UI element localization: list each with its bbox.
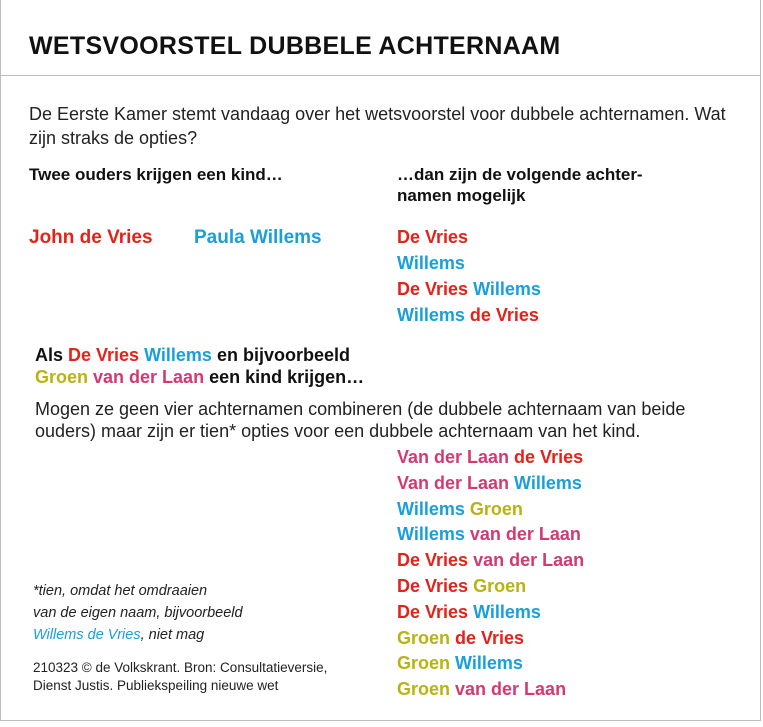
footnote-line1: *tien, omdat het omdraaien <box>33 583 208 599</box>
source-line1: 210323 © de Volkskrant. Bron: Consultati… <box>33 660 328 675</box>
name-option-part: De Vries <box>397 576 469 596</box>
footnote-line3-end: , niet mag <box>140 627 205 643</box>
header <box>0 0 761 76</box>
name-option-part: de Vries <box>464 305 539 325</box>
footnote-example-name: Willems de Vries <box>33 627 141 643</box>
name-option: De Vries Willems <box>397 601 541 623</box>
example-end: een kind krijgen… <box>204 367 365 387</box>
example-heading: Als De Vries Willems en bijvoorbeeld Gro… <box>35 344 364 388</box>
name-option: De Vries Willems <box>397 278 541 300</box>
name-option: De Vries van der Laan <box>397 549 584 571</box>
name-option-part: Van der Laan <box>397 447 510 467</box>
name-option-part: Willems <box>509 472 582 493</box>
right-column-heading: …dan zijn de volgende achter- namen moge… <box>397 164 643 206</box>
name-option-part: De Vries <box>397 279 469 299</box>
name-option-part: Groen <box>397 627 451 648</box>
name-option: Willems Groen <box>397 498 523 520</box>
name-option: Groen van der Laan <box>397 678 566 700</box>
name-option: Willems van der Laan <box>397 523 581 545</box>
right-heading-line2: namen mogelijk <box>397 186 526 205</box>
example-line1: Als De Vries Willems en bijvoorbeeld <box>35 344 364 366</box>
name-option: Groen de Vries <box>397 627 524 649</box>
name-option-part: De Vries <box>397 601 469 622</box>
name-option-part: Van der Laan <box>397 472 510 493</box>
name-option-part: de Vries <box>509 447 584 467</box>
name-option: Van der Laan de Vries <box>397 446 583 468</box>
name-option-part: van der Laan <box>450 679 567 700</box>
example-name-willems: Willems <box>139 345 212 365</box>
name-option-part: Groen <box>397 653 451 674</box>
parent-1-name: John de Vries <box>29 227 153 248</box>
name-option-part: Willems <box>468 601 541 622</box>
name-option-part: Willems <box>468 279 541 299</box>
name-option-part: Willems <box>450 653 523 674</box>
name-option: Groen Willems <box>397 652 523 674</box>
name-option-part: Willems <box>397 498 465 519</box>
intro-text: De Eerste Kamer stemt vandaag over het w… <box>29 104 726 148</box>
name-option-part: Groen <box>464 498 523 519</box>
example-line2: Groen van der Laan een kind krijgen… <box>35 366 364 388</box>
footnote-line3: Willems de Vries, niet mag <box>33 624 243 646</box>
name-option: Willems de Vries <box>397 304 539 326</box>
name-option-part: De Vries <box>397 227 469 247</box>
footnote-line2: van de eigen naam, bijvoorbeeld <box>33 605 243 621</box>
name-option-part: Willems <box>397 253 465 273</box>
parent-2-name: Paula Willems <box>194 227 322 248</box>
explanation-text: Mogen ze geen vier achternamen combinere… <box>35 399 686 441</box>
name-option: Van der Laan Willems <box>397 472 582 494</box>
name-option: Willems <box>397 252 465 274</box>
example-name-de-vries: De Vries <box>68 345 140 365</box>
page-title: WETSVOORSTEL DUBBELE ACHTERNAAM <box>29 32 561 60</box>
example-name-van-der-laan: van der Laan <box>88 367 205 387</box>
name-option-part: De Vries <box>397 550 469 571</box>
left-column-heading: Twee ouders krijgen een kind… <box>29 165 283 184</box>
name-option-part: van der Laan <box>468 550 585 571</box>
source-line2: Dienst Justis. Publiekspeiling nieuwe we… <box>33 678 279 693</box>
name-option-part: Willems <box>397 305 465 325</box>
name-option: De Vries <box>397 226 468 248</box>
footnote: *tien, omdat het omdraaien van de eigen … <box>33 580 243 646</box>
name-option-part: van der Laan <box>464 524 581 545</box>
example-name-groen: Groen <box>35 367 89 387</box>
example-mid: en bijvoorbeeld <box>211 345 350 365</box>
name-option-part: Groen <box>397 679 451 700</box>
name-option-part: Willems <box>397 524 465 545</box>
name-option: De Vries Groen <box>397 575 526 597</box>
name-option-part: de Vries <box>450 627 525 648</box>
name-option-part: Groen <box>468 576 527 596</box>
source-credit: 210323 © de Volkskrant. Bron: Consultati… <box>33 659 327 695</box>
right-heading-line1: …dan zijn de volgende achter- <box>397 165 643 184</box>
content-panel <box>0 76 761 721</box>
example-als: Als <box>35 345 69 365</box>
